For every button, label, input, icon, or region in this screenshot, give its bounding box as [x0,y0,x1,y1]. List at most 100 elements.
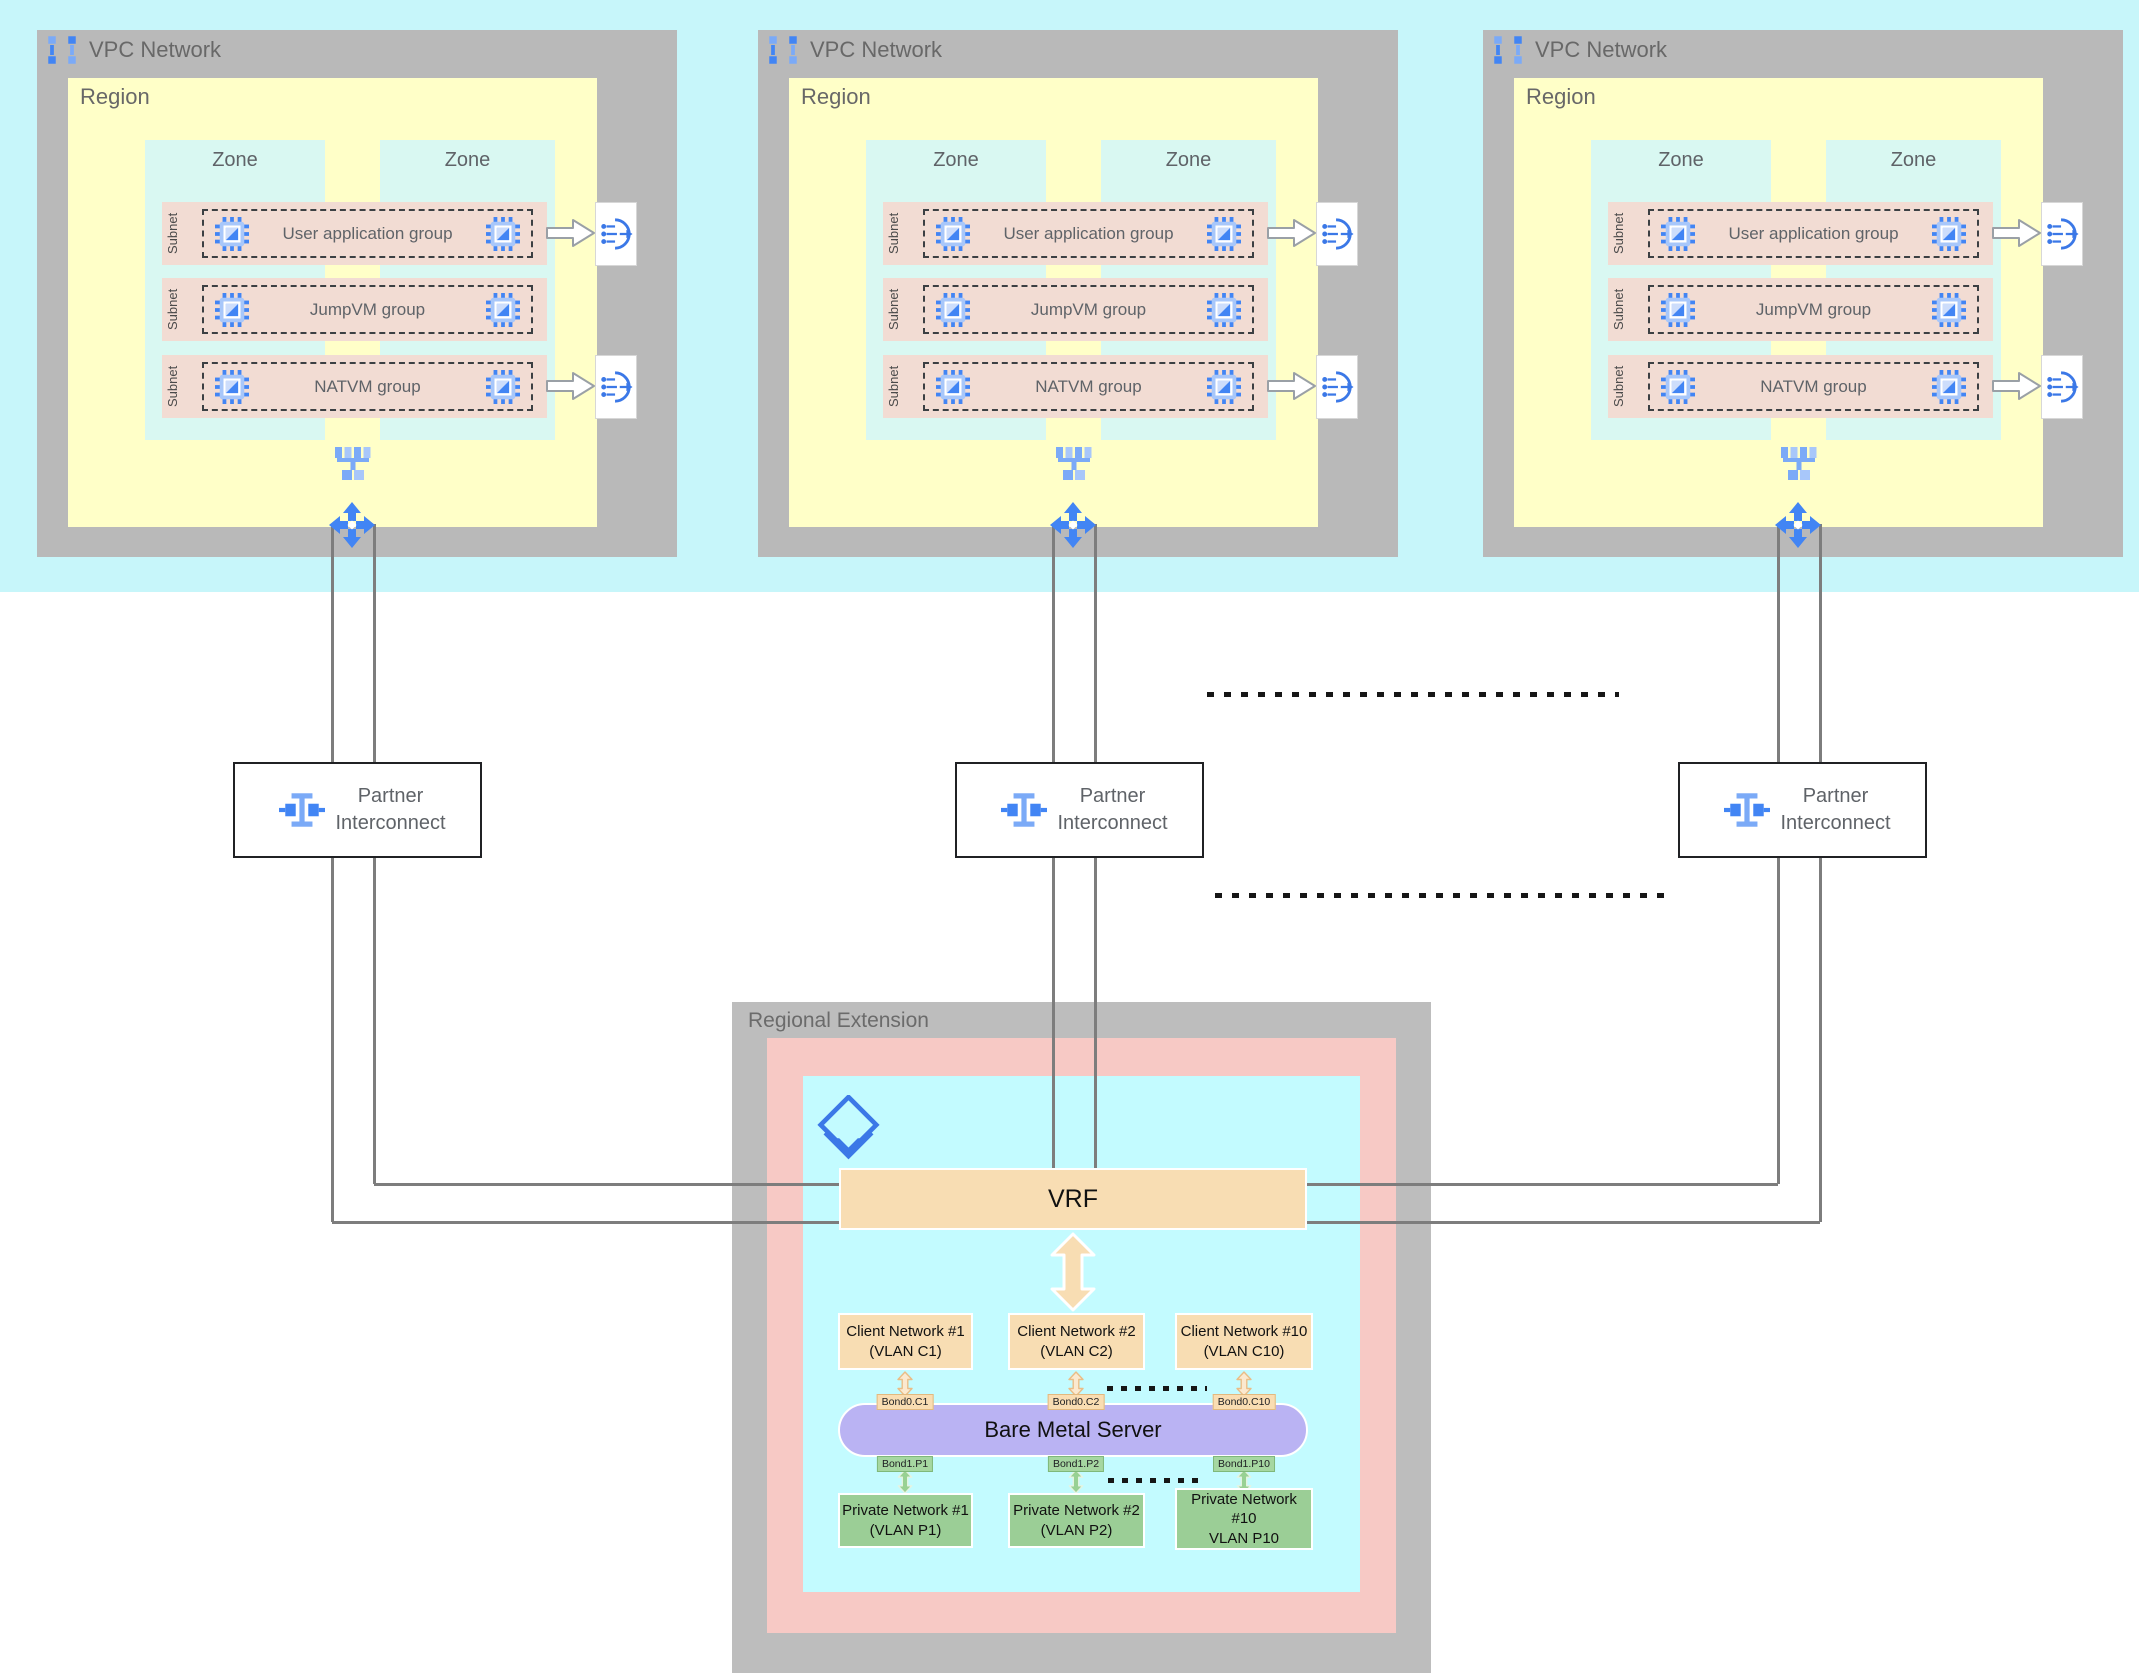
cloud-router-icon [327,501,377,549]
vm-instance-icon [1932,293,1966,327]
client-network-name: Client Network #2 [1017,1323,1136,1340]
vpc-network-box-0: VPC Network Region Zone Zone Subnet User… [37,30,677,557]
subnet-row-user-app: Subnet User application group [1608,202,1993,265]
vrf-box: VRF [839,1168,1307,1230]
subnet-row-jumpvm: Subnet JumpVM group [162,278,547,341]
connector-line [374,1182,839,1186]
client-network-vlan: (VLAN C1) [869,1342,942,1360]
zone-title: Zone [444,149,491,171]
instance-group-label: User application group [282,223,453,243]
client-network-vlan: (VLAN C10) [1203,1342,1285,1360]
private-bond-double-arrow [1068,1469,1084,1494]
vm-instance-icon [486,217,520,251]
dotted-ellipsis-line [1215,893,1671,898]
zone-title: Zone [1890,149,1937,171]
instance-group: JumpVM group [202,285,533,334]
arrow-to-load-balancer [1267,218,1317,248]
vpc-network-title: VPC Network [89,37,222,62]
vm-instance-icon [1932,217,1966,251]
zone-title: Zone [1165,149,1212,171]
subnet-row-jumpvm: Subnet JumpVM group [883,278,1268,341]
subnet-label: Subnet [1611,288,1626,331]
vpc-network-title: VPC Network [810,37,943,62]
load-balancer-icon [599,370,633,404]
vm-instance-icon [215,293,249,327]
connector-line [1307,1220,1820,1224]
bond-label: Bond0.C10 [1212,1394,1276,1410]
load-balancer-box [595,202,637,266]
subnet-label: Subnet [886,212,901,255]
instance-group-label: NATVM group [314,376,421,396]
private-network-name: Private Network #1 [842,1502,969,1519]
instance-group: NATVM group [923,362,1254,411]
connector-line [1307,1182,1778,1186]
bond-label: Bond1.P2 [1047,1456,1105,1472]
private-network-vlan: VLAN P10 [1208,1529,1280,1547]
instance-group: NATVM group [202,362,533,411]
instance-group: JumpVM group [1648,285,1979,334]
load-balancer-box [1316,202,1358,266]
partner-interconnect-label: Partner Interconnect [335,785,446,834]
partner-interconnect-icon [1001,791,1047,829]
vpc-network-icon [47,35,77,65]
partner-interconnect-box-1: Partner Interconnect [955,762,1204,858]
bare-metal-solution-icon [817,1095,880,1163]
vm-instance-icon [1207,293,1241,327]
partner-interconnect-label: Partner Interconnect [1057,785,1168,834]
private-network-vlan: (VLAN P1) [869,1521,942,1539]
load-balancer-icon [599,217,633,251]
vm-instance-icon [1207,217,1241,251]
zone-title: Zone [212,149,258,171]
private-network-box-1: Private Network #1 (VLAN P1) [838,1493,973,1548]
bare-metal-server: Bare Metal Server [838,1403,1308,1457]
vm-instance-icon [1207,370,1241,404]
partner-interconnect-box-0: Partner Interconnect [233,762,482,858]
partner-interconnect-icon [279,791,325,829]
private-network-name: Private Network #2 [1013,1502,1140,1519]
cloud-router-icon [1048,501,1098,549]
instance-group-label: JumpVM group [1030,299,1147,319]
cloud-network-icon [1779,445,1819,482]
vm-instance-icon [1661,293,1695,327]
zone-title: Zone [933,149,979,171]
instance-group: NATVM group [1648,362,1979,411]
subnet-label: Subnet [886,365,901,408]
vpc-network-title: VPC Network [1535,37,1668,62]
region-title: Region [801,84,871,109]
vm-instance-icon [1932,370,1966,404]
dotted-separator [1107,1386,1207,1391]
load-balancer-box [1316,355,1358,419]
connector-line [1818,524,1822,1222]
bond-label: Bond1.P1 [876,1456,934,1472]
regional-extension-title: Regional Extension [748,1009,929,1032]
private-network-name: Private Network [1191,1490,1297,1508]
subnet-label: Subnet [1611,212,1626,255]
bond-label: Bond1.P10 [1213,1456,1275,1472]
connector-line [332,1220,839,1224]
cloud-network-icon [1054,445,1094,482]
vm-instance-icon [936,217,970,251]
private-network-number: #10 [1231,1510,1257,1528]
cloud-network-icon [333,445,373,482]
load-balancer-box [2041,202,2083,266]
instance-group: User application group [1648,209,1979,258]
vpc-network-header: VPC Network [47,35,221,65]
vm-instance-icon [936,293,970,327]
vpc-network-box-2: VPC Network Region Zone Zone Subnet User… [1483,30,2123,557]
region-title: Region [1526,84,1596,109]
dotted-ellipsis-line [1207,692,1619,697]
subnet-label: Subnet [886,288,901,331]
arrow-to-load-balancer [546,371,596,401]
load-balancer-box [2041,355,2083,419]
region-title: Region [80,84,150,109]
bond-label: Bond0.C1 [876,1394,934,1410]
instance-group: JumpVM group [923,285,1254,334]
vpc-network-header: VPC Network [1493,35,1667,65]
zone-title: Zone [1658,149,1704,171]
load-balancer-icon [2045,370,2079,404]
client-network-name: Client Network #1 [846,1323,965,1340]
client-network-box-2: Client Network #2 (VLAN C2) [1008,1313,1145,1370]
vpc-network-header: VPC Network [768,35,942,65]
partner-interconnect-label: Partner Interconnect [1780,785,1891,834]
